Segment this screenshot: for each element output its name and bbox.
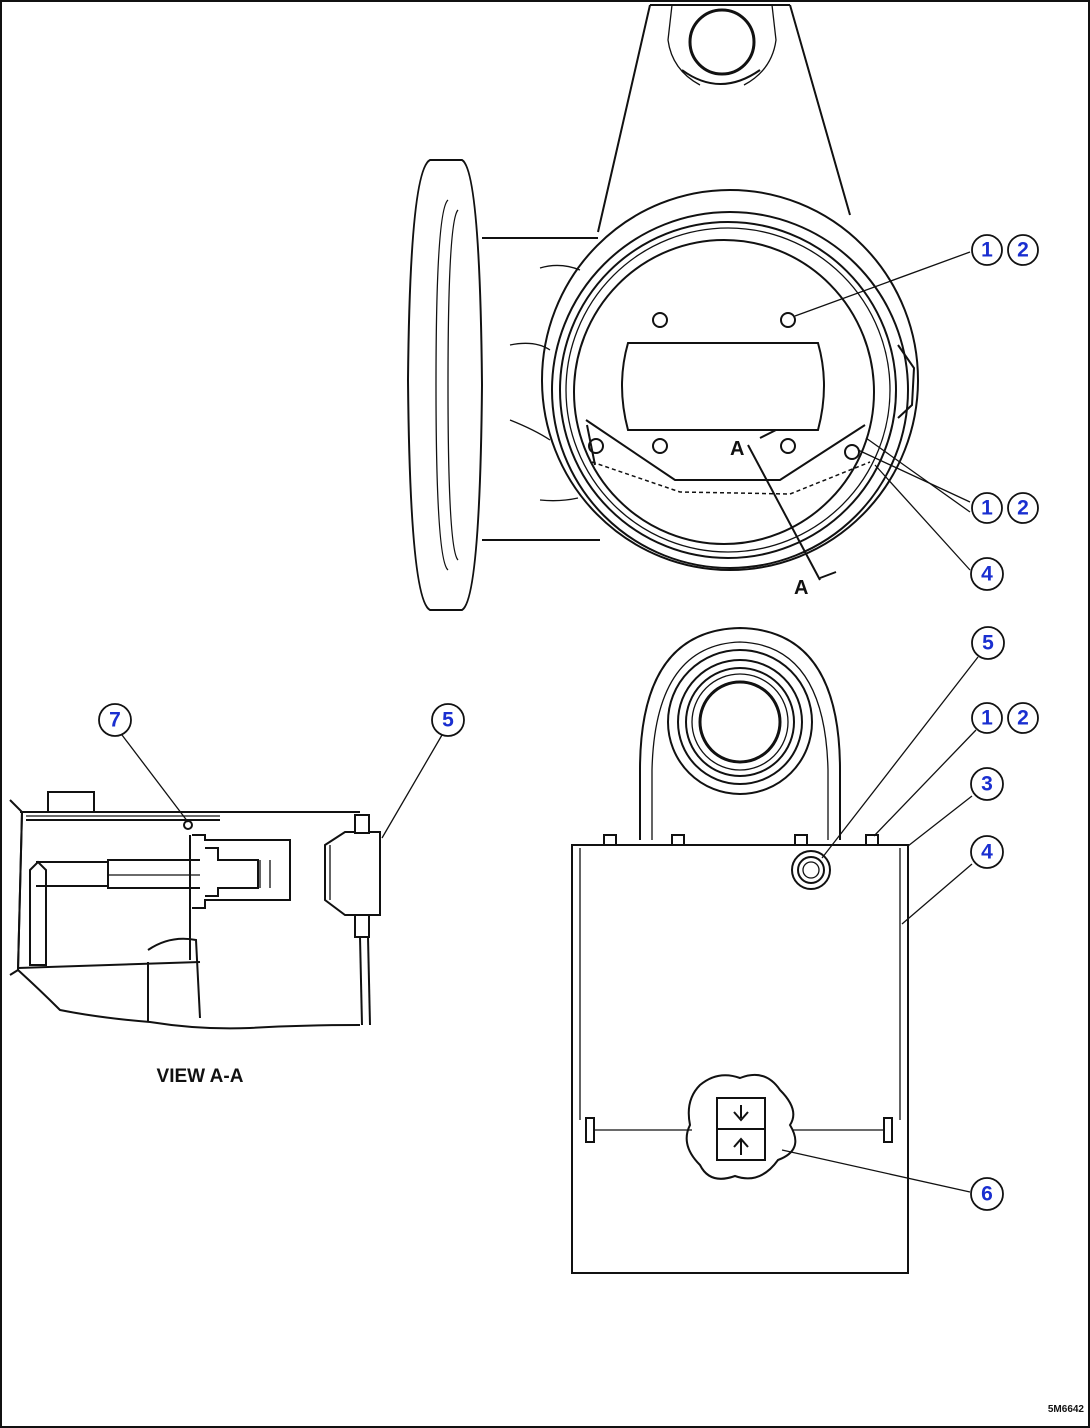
callout-7a: 7 xyxy=(98,703,132,737)
svg-text:1: 1 xyxy=(981,239,993,262)
svg-text:2: 2 xyxy=(1017,707,1029,730)
svg-text:5: 5 xyxy=(442,709,454,732)
arm-eye-hole xyxy=(688,8,756,76)
svg-text:4: 4 xyxy=(981,563,993,586)
svg-text:6: 6 xyxy=(981,1183,993,1206)
side-view-leaders xyxy=(781,656,979,1193)
callout-3a: 3 xyxy=(970,767,1004,801)
cover-rim xyxy=(559,221,897,559)
callout-1a: 1 xyxy=(971,234,1003,266)
callout-2c: 2 xyxy=(1007,702,1039,734)
side-top-bolts xyxy=(603,834,879,846)
svg-text:7: 7 xyxy=(109,709,121,732)
svg-text:2: 2 xyxy=(1017,239,1029,262)
view-a-a-section xyxy=(9,791,381,1030)
svg-text:2: 2 xyxy=(1017,497,1029,520)
arrow-down-icon xyxy=(733,1105,749,1122)
svg-text:1: 1 xyxy=(981,497,993,520)
callout-2b: 2 xyxy=(1007,492,1039,524)
view-a-a-label: VIEW A-A xyxy=(157,1066,244,1087)
left-flange xyxy=(406,159,484,611)
callout-4b: 4 xyxy=(970,835,1004,869)
cover-window xyxy=(621,342,825,431)
cover-plate xyxy=(573,239,875,545)
top-view-leaders xyxy=(794,251,971,571)
section-a-upper-label: A xyxy=(730,438,744,460)
top-view-housing: A A xyxy=(406,4,919,611)
svg-text:5: 5 xyxy=(982,632,994,655)
svg-text:4: 4 xyxy=(981,841,993,864)
callout-2a: 2 xyxy=(1007,234,1039,266)
callout-4a: 4 xyxy=(970,557,1004,591)
callout-1b: 1 xyxy=(971,492,1003,524)
svg-text:1: 1 xyxy=(981,707,993,730)
breakout-section xyxy=(685,1074,797,1180)
view-a-a-leaders xyxy=(121,734,443,839)
callout-5b: 5 xyxy=(431,703,465,737)
arrow-up-icon xyxy=(733,1137,749,1155)
bolt-heads xyxy=(588,312,860,460)
side-eye-bore xyxy=(698,680,782,764)
side-view-housing xyxy=(571,626,909,1274)
drawing-code: 5M6642 xyxy=(1048,1404,1085,1415)
seal-block xyxy=(324,831,381,916)
callout-1c: 1 xyxy=(971,702,1003,734)
section-a-lower-label: A xyxy=(794,577,808,599)
side-cover-plate xyxy=(571,844,909,1274)
drain-plug xyxy=(791,850,831,890)
svg-text:3: 3 xyxy=(981,773,993,796)
callout-6a: 6 xyxy=(970,1177,1004,1211)
callout-5a: 5 xyxy=(971,626,1005,660)
bolt-head-section xyxy=(47,791,95,813)
